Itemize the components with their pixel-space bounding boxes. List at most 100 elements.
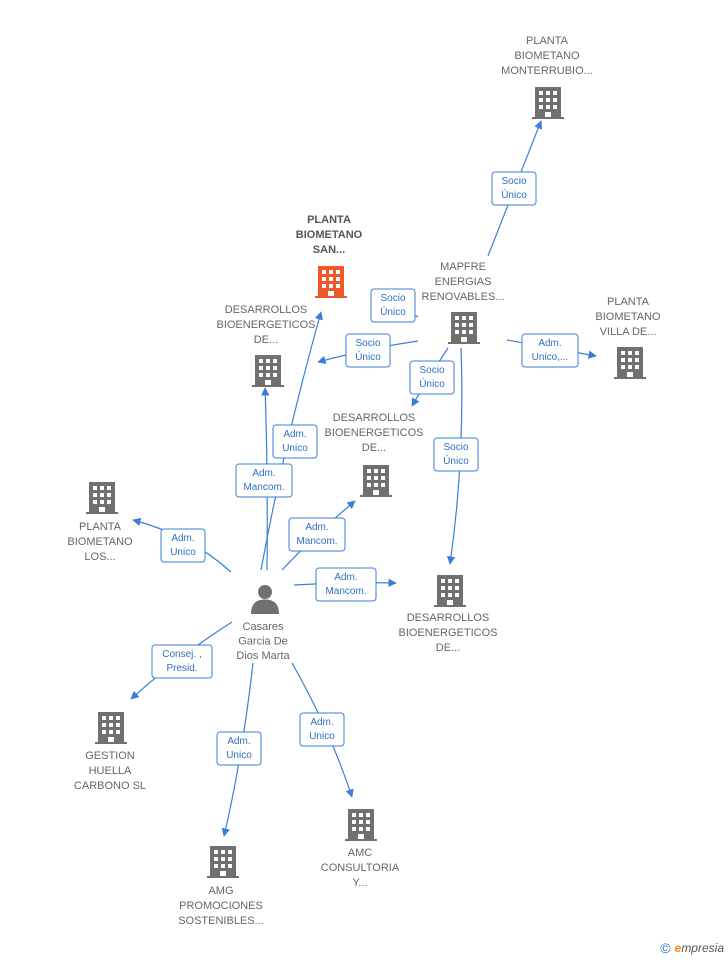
edge-label-mapfre-villa[interactable]: Adm. Unico,...	[521, 333, 579, 368]
node-planta-san[interactable]: PLANTA BIOMETANO SAN...	[296, 214, 363, 298]
node-label-line: RENOVABLES...	[422, 291, 505, 303]
edge-label-person-los[interactable]: Adm. Unico	[160, 528, 206, 563]
edge-label-box	[433, 437, 479, 472]
building-icon	[345, 809, 377, 841]
edge-label-box	[345, 333, 391, 368]
edge-label-text: Unico,...	[532, 352, 569, 363]
building-icon	[434, 575, 466, 607]
edge-label-text: Socio	[355, 338, 380, 349]
edge-label-text: Mancom.	[243, 482, 284, 493]
edge-label-text: Presid.	[166, 663, 197, 674]
edge-label-text: Unico	[170, 547, 196, 558]
edge-label-person-desarrollos1[interactable]: Adm. Mancom.	[235, 463, 293, 498]
node-label-line: AMG	[208, 885, 233, 897]
node-label-line: SOSTENIBLES...	[178, 915, 264, 927]
node-label-line: HUELLA	[89, 765, 132, 777]
node-desarrollos-3[interactable]: DESARROLLOSBIOENERGETICOSDE...	[398, 575, 498, 654]
node-label-line: ENERGIAS	[435, 276, 492, 288]
edge-label-box	[288, 517, 346, 552]
building-icon	[207, 846, 239, 878]
node-label-line: BIOENERGETICOS	[324, 427, 423, 439]
building-icon-highlighted	[315, 266, 347, 298]
edge-label-person-gestion[interactable]: Consej. ,Presid.	[151, 644, 213, 679]
edge-label-box	[235, 463, 293, 498]
node-label-line: PLANTA	[307, 214, 351, 226]
edge-label-text: Adm.	[252, 468, 275, 479]
node-amg[interactable]: AMGPROMOCIONESSOSTENIBLES...	[178, 846, 264, 927]
node-label-line: SAN...	[313, 244, 345, 256]
edge-label-text: Adm.	[227, 736, 250, 747]
building-icon	[252, 355, 284, 387]
node-mapfre[interactable]: MAPFRE ENERGIAS RENOVABLES...	[422, 261, 505, 344]
edge-label-box	[409, 360, 455, 395]
edge-label-box	[272, 424, 318, 459]
copyright-icon: ©	[660, 940, 671, 956]
edge-label-text: Único	[501, 188, 527, 201]
node-label-line: DE...	[362, 442, 386, 454]
node-label-line: LOS...	[84, 551, 115, 563]
edge-label-person-desarrollos3[interactable]: Adm.Mancom.	[315, 567, 377, 602]
edge-label-text: Adm.	[305, 522, 328, 533]
node-label-line: PLANTA	[526, 35, 569, 47]
person-icon	[251, 585, 279, 614]
edge-label-text: Adm.	[283, 429, 306, 440]
node-label-line: Garcia De	[238, 636, 288, 648]
edge-label-text: Único	[380, 305, 406, 318]
edge-label-text: Socio	[501, 176, 526, 187]
node-label-line: DE...	[436, 642, 460, 654]
building-icon	[360, 465, 392, 497]
node-label-line: CONSULTORIA	[321, 862, 400, 874]
edge-label-person-amc[interactable]: Adm.Unico	[299, 712, 345, 747]
building-icon	[86, 482, 118, 514]
node-label-line: Dios Marta	[236, 650, 290, 662]
edge-label-box	[491, 171, 537, 206]
node-label-line: DE...	[254, 334, 278, 346]
edge-label-box	[370, 288, 416, 323]
node-label-line: VILLA DE...	[600, 326, 657, 338]
edge-label-text: Unico	[282, 443, 308, 454]
node-label-line: PLANTA	[607, 296, 650, 308]
edge-label-person-san[interactable]: Adm. Unico	[272, 424, 318, 459]
edge-label-person-desarrollos2[interactable]: Adm.Mancom.	[288, 517, 346, 552]
node-desarrollos-1[interactable]: DESARROLLOS BIOENERGETICOS DE...	[216, 304, 316, 387]
node-label-line: DESARROLLOS	[333, 412, 416, 424]
edge-label-text: Único	[355, 350, 381, 363]
node-planta-monterrubio[interactable]: PLANTABIOMETANOMONTERRUBIO...	[501, 35, 593, 119]
edge-label-text: Único	[419, 377, 445, 390]
node-label-line: DESARROLLOS	[407, 612, 490, 624]
edge-label-text: Adm.	[538, 338, 561, 349]
node-label-line: CARBONO SL	[74, 780, 146, 792]
node-label-line: AMC	[348, 847, 373, 859]
node-label-line: Y...	[352, 877, 367, 889]
edge-label-text: Socio	[419, 365, 444, 376]
node-label-line: DESARROLLOS	[225, 304, 308, 316]
edge-label-text: Adm.	[334, 572, 357, 583]
node-planta-los[interactable]: PLANTA BIOMETANO LOS...	[67, 482, 133, 563]
node-desarrollos-2[interactable]: DESARROLLOS BIOENERGETICOS DE...	[324, 412, 424, 497]
node-label-line: BIOENERGETICOS	[216, 319, 315, 331]
edge-label-text: Socio	[443, 442, 468, 453]
edge-label-box	[315, 567, 377, 602]
edge-label-person-amg[interactable]: Adm. Unico	[216, 731, 262, 766]
edge-label-box	[151, 644, 213, 679]
node-label-line: BIOMETANO	[296, 229, 363, 241]
building-icon	[532, 87, 564, 119]
edge-label-text: Unico	[309, 731, 335, 742]
building-icon	[614, 347, 646, 379]
edge-label-text: Unico	[226, 750, 252, 761]
node-label-line: MAPFRE	[440, 261, 486, 273]
node-label-line: PLANTA	[79, 521, 122, 533]
node-label-line: BIOMETANO	[514, 50, 580, 62]
edge-label-text: Adm.	[171, 533, 194, 544]
node-amc[interactable]: AMC CONSULTORIA Y...	[321, 809, 400, 889]
node-label-line: BIOMETANO	[67, 536, 133, 548]
